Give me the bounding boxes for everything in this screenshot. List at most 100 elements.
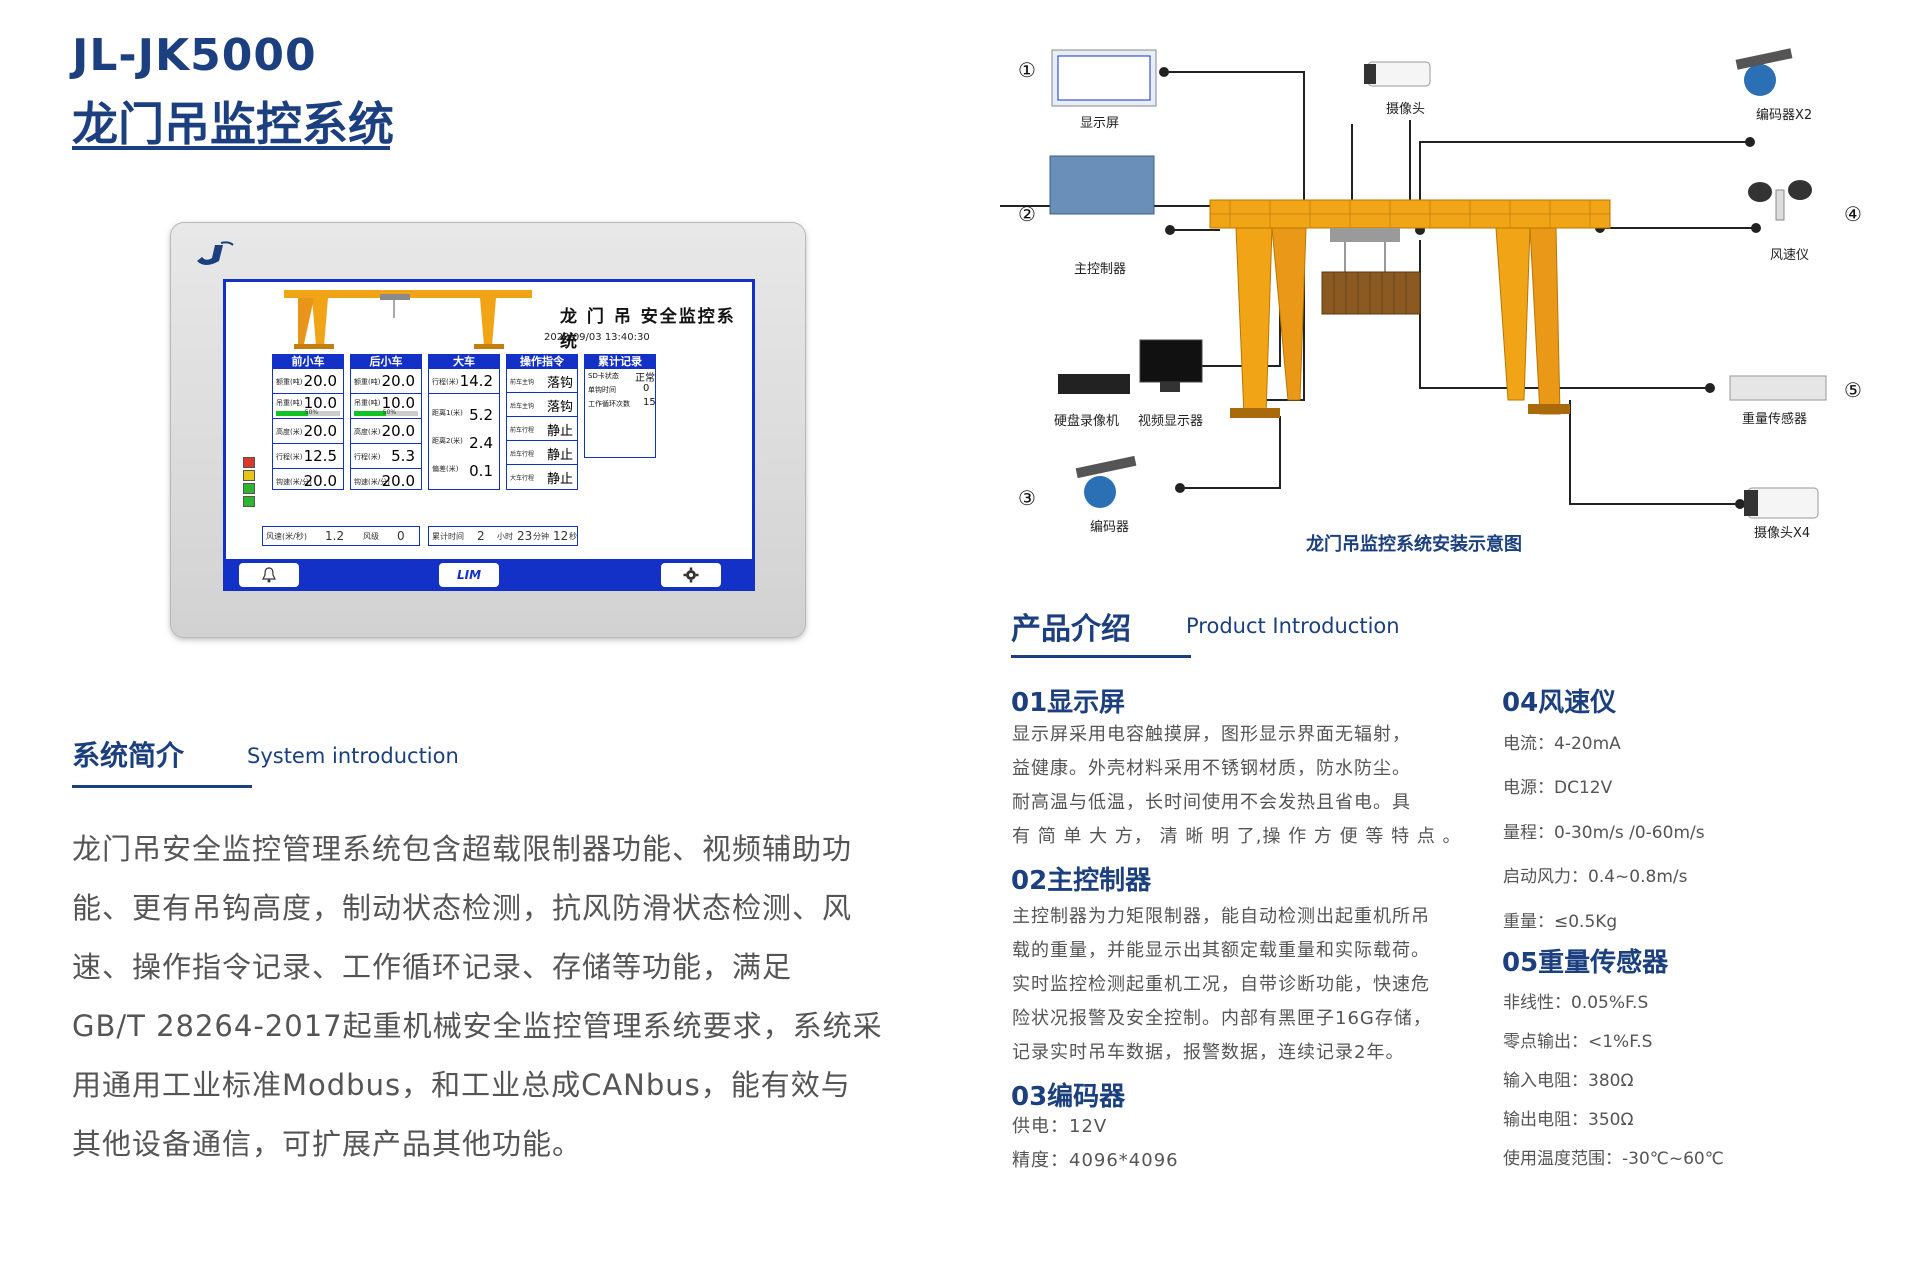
lim-button[interactable]: LIM — [439, 563, 499, 587]
row-label: 钩速(米/分) — [276, 478, 312, 486]
row-label: 额重(吨) — [276, 378, 303, 386]
record-row: 单钩时间 0 — [585, 383, 655, 397]
label-camera-x4: 摄像头X4 — [1754, 526, 1811, 541]
row-label: 吊重(吨) — [276, 399, 303, 407]
spec-line: 非线性：0.05%F.S — [1503, 993, 1649, 1013]
load-progress-bar: 50% — [354, 409, 418, 416]
settings-button[interactable] — [661, 563, 721, 587]
gear-icon — [683, 567, 699, 583]
screen-crane-illustration — [284, 290, 532, 349]
label-anemometer: 风速仪 — [1770, 248, 1810, 263]
product-intro-underline — [1011, 655, 1191, 658]
row-value: 10.0 — [303, 394, 337, 412]
total-time-minutes-unit: 分钟 — [533, 532, 549, 541]
row-label: 高度(米) — [276, 428, 303, 436]
screen-datetime: 2020/09/03 13:40:30 — [544, 332, 650, 343]
load-sensor-icon — [1729, 375, 1827, 401]
panel-row: 前车行程静止 — [507, 417, 577, 441]
panel-head: 大车 — [429, 355, 499, 369]
label-load-sensor: 重量传感器 — [1742, 412, 1808, 427]
camera-icon — [1364, 61, 1431, 87]
label-dvr: 硬盘录像机 — [1054, 414, 1120, 429]
callout-4: ④ — [1844, 202, 1862, 226]
signal-lamp-yellow — [243, 470, 255, 481]
feature-heading-load-sensor: 05重量传感器 — [1502, 948, 1669, 978]
system-intro-text: 龙门吊安全监控管理系统包含超载限制器功能、视频辅助功 能、更有吊钩高度，制动状态… — [72, 820, 932, 1174]
alarm-button[interactable] — [239, 563, 299, 587]
spec-line: 重量：≤0.5Kg — [1503, 912, 1618, 932]
row-label: 行程(米) — [432, 378, 459, 386]
panel-row: 行程(米)14.2 — [429, 369, 499, 394]
intro-line: 龙门吊安全监控管理系统包含超载限制器功能、视频辅助功 — [72, 832, 853, 866]
label-video-display: 视频显示器 — [1138, 414, 1204, 429]
anemometer-icon — [1748, 180, 1812, 221]
record-value: 0 — [643, 383, 650, 394]
row-label: 行程(米) — [276, 453, 303, 461]
row-label: 前车主钩 — [510, 379, 535, 386]
intro-line: 用通用工业标准Modbus，和工业总成CANbus，能有效与 — [72, 1068, 851, 1102]
callout-3: ③ — [1018, 486, 1036, 510]
row-value: 静止 — [546, 448, 573, 463]
feature-line: 供电：12V — [1012, 1116, 1108, 1137]
record-value: 15 — [643, 397, 656, 408]
feature-heading-display: 01显示屏 — [1011, 688, 1126, 718]
panel-row: 后车行程静止 — [507, 441, 577, 465]
system-intro-underline — [72, 785, 252, 788]
signal-lamp-green — [243, 496, 255, 507]
row-value: 落钩 — [546, 400, 573, 415]
display-device: 龙 门 吊 安全监控系统 2020/09/03 13:40:30 前小车 额重(… — [170, 222, 806, 638]
panel-row: 额重(吨)20.0 — [273, 369, 343, 394]
row-value: 20.0 — [381, 372, 415, 390]
record-value: 正常 — [635, 373, 655, 384]
row-label: 钩速(米/分) — [354, 478, 390, 486]
wind-level-label: 风级 — [363, 532, 379, 541]
record-label: 单钩时间 — [588, 386, 616, 394]
load-progress-text: 50% — [304, 409, 319, 416]
row-value: 20.0 — [303, 472, 337, 490]
load-progress-bar: 50% — [276, 409, 340, 416]
spec-line: 输入电阻：380Ω — [1503, 1071, 1634, 1091]
spec-line: 电流：4-20mA — [1503, 734, 1621, 754]
spec-line: 使用温度范围：-30℃~60℃ — [1503, 1149, 1724, 1169]
feature-text-encoder: 供电：12V 精度：4096*4096 — [1012, 1110, 1472, 1178]
row-value: 20.0 — [303, 372, 337, 390]
label-camera: 摄像头 — [1386, 102, 1426, 117]
feature-heading-controller: 02主控制器 — [1011, 866, 1152, 896]
row-label: 吊重(吨) — [354, 399, 381, 407]
panel-row: 前车主钩 落钩 — [507, 369, 577, 393]
total-time-hours: 2 — [477, 529, 485, 543]
spec-line: 量程：0-30m/s /0-60m/s — [1503, 823, 1705, 843]
row-value: 20.0 — [303, 422, 337, 440]
panel-row: 钩速(米/分)20.0 — [351, 469, 421, 494]
panel-row: 吊重(吨)10.0 50% — [273, 394, 343, 419]
panel-row: 吊重(吨)10.0 50% — [351, 394, 421, 419]
panel-row: 额重(吨)20.0 — [351, 369, 421, 394]
signal-tower — [243, 457, 257, 509]
label-encoder: 编码器 — [1090, 520, 1130, 535]
feature-heading-encoder: 03编码器 — [1011, 1082, 1126, 1112]
installation-diagram — [1000, 48, 1827, 519]
row-label: 额重(吨) — [354, 378, 381, 386]
system-intro-title-en: System introduction — [247, 744, 459, 768]
bell-icon — [262, 567, 276, 583]
total-time-strip: 累计时间 2 小时 23 分钟 12 秒 — [428, 526, 578, 546]
feature-line: 载的重量，并能显示出其额定载重量和实际载荷。 — [1012, 940, 1430, 961]
video-display-icon — [1139, 339, 1203, 392]
panel-row: 高度(米)20.0 — [273, 419, 343, 444]
panel-row: 高度(米)20.0 — [351, 419, 421, 444]
brand-logo — [197, 241, 234, 265]
row-value: 14.2 — [459, 372, 493, 390]
panel-crane: 大车 行程(米)14.2 距离1(米)5.2 距离2(米)2.4 偏差(米)0.… — [428, 354, 500, 490]
row-label: 高度(米) — [354, 428, 381, 436]
total-time-minutes: 23 — [517, 529, 533, 543]
wind-level-value: 0 — [397, 529, 405, 543]
row-value: 落钩 — [546, 376, 573, 391]
product-intro-title: 产品介绍 — [1011, 612, 1131, 647]
device-screen: 龙 门 吊 安全监控系统 2020/09/03 13:40:30 前小车 额重(… — [223, 279, 755, 591]
panel-front-trolley: 前小车 额重(吨)20.0 吊重(吨)10.0 50% 高度(米)20.0 行程… — [272, 354, 344, 490]
diagram-caption: 龙门吊监控系统安装示意图 — [1306, 534, 1522, 555]
controller-icon — [1049, 155, 1155, 215]
